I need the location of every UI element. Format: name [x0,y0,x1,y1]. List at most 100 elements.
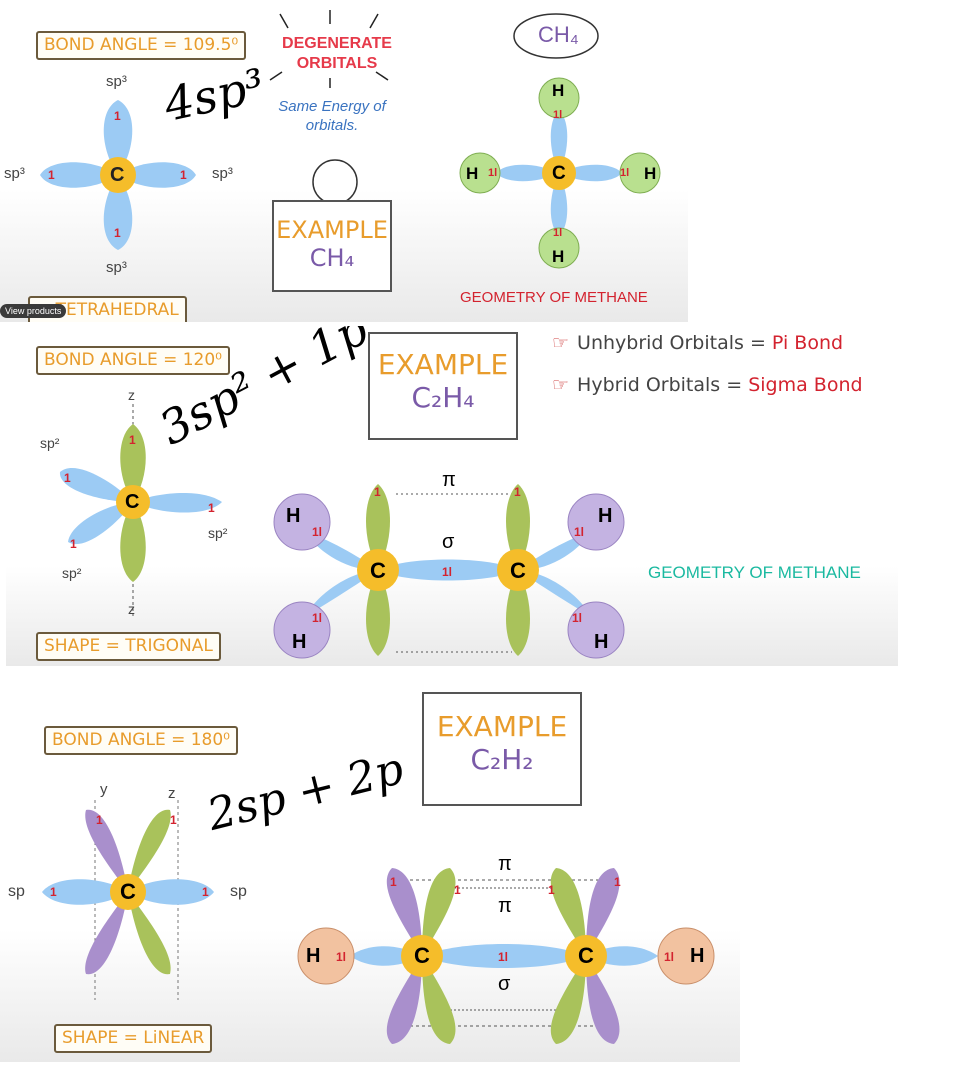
electron-count: 1 [50,885,57,899]
electron-count: 1 [114,109,121,123]
sp3-label: sp³ [106,73,127,90]
hydrogen-label: H [594,631,609,653]
legend-pi-bond: Pi Bond [771,332,844,354]
example-word: EXAMPLE [377,348,509,381]
electron-pair: 1l [336,950,347,964]
shape-label: SHAPE = TRIGONAL [36,632,221,661]
hydrogen-atom [297,927,355,985]
electron-pair: 1l [312,611,323,625]
electron-pair: 1l [442,565,453,579]
sp-label: sp [8,883,25,900]
sp3-label: sp³ [212,165,233,182]
hydrogen-label: H [552,247,565,266]
electron-count: 1 [514,485,521,499]
orbital-lobe [133,492,222,513]
panel-sp3: BOND ANGLE = 109.5⁰ sp³ sp³ sp³ sp³ C 1 … [0,0,688,322]
legend-sigma-bond: Sigma Bond [748,374,863,396]
hydrogen-label: H [552,81,565,100]
sp-diagram [42,800,715,1044]
sp2-label: sp² [40,435,60,451]
electron-count: 1 [70,537,77,551]
p-orbital-lobe [120,502,146,582]
carbon-atom [357,549,399,591]
electron-count: 1 [48,168,55,182]
electron-count: 1 [548,883,555,897]
carbon-atom [100,157,136,193]
geometry-label: GEOMETRY OF METHANE [460,289,648,306]
orbital-lobe [68,502,133,545]
hydrogen-atom [273,601,331,659]
hydrogen-atom [538,77,580,119]
orbital-lobe [40,162,118,188]
hydrogen-atom [619,152,661,194]
shape-label: SHAPE = LiNEAR [54,1024,213,1053]
legend-hybrid: ☞ Hybrid Orbitals = Sigma Bond [552,374,863,396]
hydrogen-label: H [644,164,657,183]
orbital-lobe [103,175,133,250]
example-formula: C₂H₄ [411,381,475,414]
carbon-atom [497,549,539,591]
electron-count: 1 [64,471,71,485]
sp2-label: sp² [62,565,82,581]
hydrogen-atom [567,601,625,659]
electron-count: 1 [390,875,397,889]
orbital-lobe [103,100,133,175]
hydrogen-atom [459,152,501,194]
pi-bond-label: π [498,853,512,875]
electron-pair: 1l [553,227,563,239]
hydrogen-label: H [598,505,613,527]
electron-count: 1 [129,433,136,447]
panel-sp2: BOND ANGLE = 120⁰ z z sp² sp² sp² C 1 1 … [6,326,898,666]
electron-pair: 1l [312,525,323,539]
electron-count: 1 [454,883,461,897]
bond-angle-label: BOND ANGLE = 120⁰ [36,346,231,375]
bond-angle-label: BOND ANGLE = 180⁰ [44,726,239,755]
example-word: EXAMPLE [276,216,388,244]
z-axis-label: z [168,785,176,802]
hydrogen-label: H [306,945,321,967]
z-axis-label: z [128,601,135,617]
sp3-label: sp³ [106,259,127,276]
electron-count: 1 [614,875,621,889]
example-word: EXAMPLE [436,710,568,743]
hydrogen-atom [657,927,715,985]
carbon-atom [401,935,443,977]
carbon-atom [565,935,607,977]
carbon-label: C [552,163,566,184]
example-card: EXAMPLE C₂H₂ [422,692,582,806]
degenerate-title: DEGENERATE ORBITALS [282,35,392,72]
electron-count: 1 [114,226,121,240]
electron-pair: 1l [574,525,585,539]
y-axis-label: y [100,781,108,798]
carbon-atom [116,485,150,519]
carbon-label: C [510,558,526,583]
hydrogen-atom [273,493,331,551]
p-orbital-lobe [120,424,146,502]
example-formula: C₂H₂ [470,743,534,776]
hydrogen-label: H [690,945,705,967]
hydrogen-label: H [466,164,479,183]
carbon-label: C [370,558,386,583]
carbon-label: C [578,943,594,968]
carbon-label: C [414,943,430,968]
legend-hybrid-text: Hybrid Orbitals = [577,374,749,396]
hydrogen-label: H [292,631,307,653]
view-products-button[interactable]: View products [0,304,67,318]
geometry-label: GEOMETRY OF METHANE [648,563,861,582]
sigma-bond-label: σ [498,973,511,995]
electron-count: 1 [374,485,381,499]
degenerate-subtitle: Same Energy of orbitals. [278,98,386,134]
example-formula: CH₄ [309,244,355,272]
carbon-label: C [125,491,140,513]
sp-label: sp [230,883,247,900]
ch4-title: CH₄ [538,22,579,47]
electron-count: 1 [96,813,103,827]
legend-unhybrid-text: Unhybrid Orbitals = [577,332,772,354]
hydrogen-atom [567,493,625,551]
legend-unhybrid: ☞Unhybrid Orbitals = Pi Bond [552,332,843,354]
orbital-lobe [118,162,196,188]
carbon-label: C [120,879,136,904]
electron-pair: 1l [498,950,509,964]
presenter-head [312,159,358,205]
pointing-hand-icon: ☞ [552,374,570,396]
